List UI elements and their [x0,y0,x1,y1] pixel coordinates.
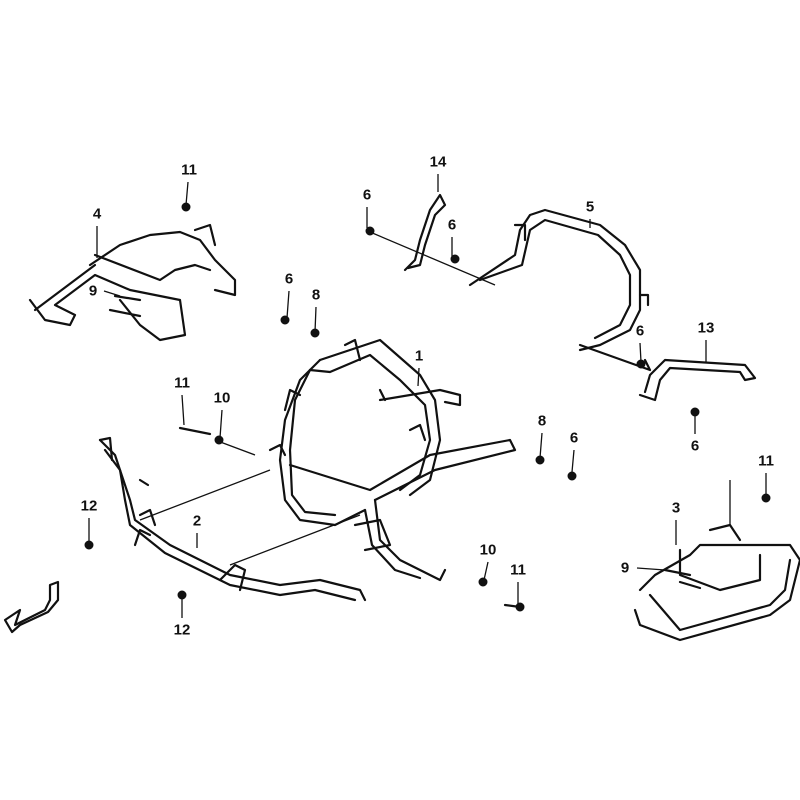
callout-label-4: 4 [92,205,102,223]
part-2-lower-frame [98,436,367,602]
leader-lines [88,174,767,618]
callout-label-3: 3 [671,499,681,517]
callout-label-6: 6 [569,429,579,447]
callout-label-10: 10 [213,389,231,407]
front-direction-arrow-icon [3,580,60,634]
fasteners [84,202,771,612]
callout-label-11: 11 [174,374,190,392]
callout-label-11: 11 [510,561,526,579]
callout-label-9: 9 [620,559,630,577]
part-1-main-frame [268,338,517,582]
part-4-bracket [28,223,237,342]
part-5-handle [468,208,652,372]
callout-label-6: 6 [447,216,457,234]
callout-label-8: 8 [311,286,321,304]
callout-label-11: 11 [181,161,197,179]
callout-label-12: 12 [173,621,191,639]
callout-label-12: 12 [80,497,98,515]
callout-label-2: 2 [192,512,202,530]
callout-label-1: 1 [414,347,424,365]
callout-label-5: 5 [585,198,595,216]
callout-label-14: 14 [429,153,447,171]
callout-label-8: 8 [537,412,547,430]
callout-label-6: 6 [362,186,372,204]
callout-label-10: 10 [479,541,497,559]
callout-label-13: 13 [697,319,715,337]
part-3-bracket [633,480,800,642]
part-13-bracket [638,358,757,402]
callout-label-9: 9 [88,282,98,300]
callout-label-6: 6 [690,437,700,455]
callout-label-6: 6 [284,270,294,288]
callout-label-11: 11 [758,452,774,470]
callout-label-6: 6 [635,322,645,340]
part-14-bracket [369,193,496,286]
